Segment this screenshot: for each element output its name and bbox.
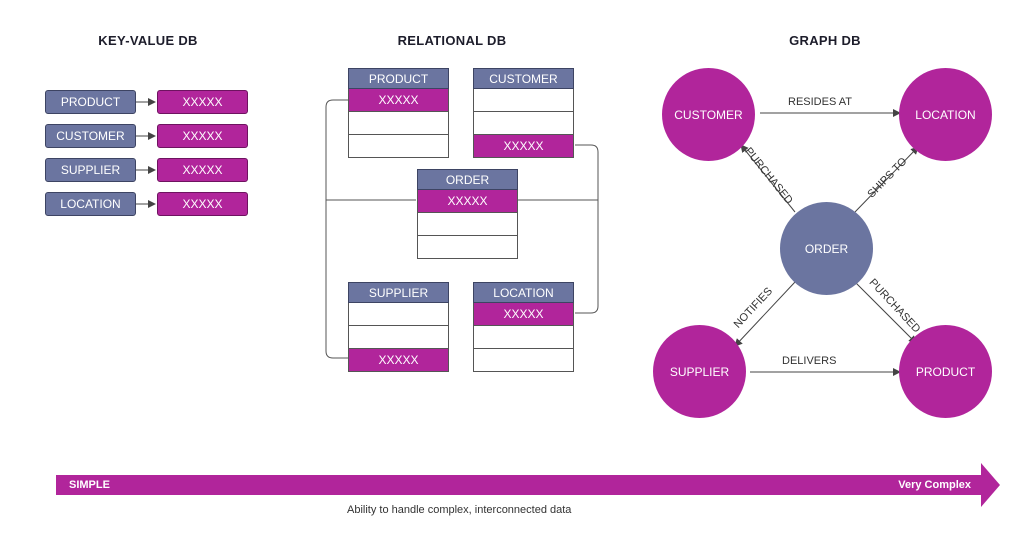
kv-key-product: PRODUCT bbox=[45, 90, 136, 114]
scale-right-label: Very Complex bbox=[898, 479, 971, 491]
scale-caption: Ability to handle complex, interconnecte… bbox=[347, 504, 572, 516]
kv-value-supplier: XXXXX bbox=[157, 158, 248, 182]
table-order-row: XXXXX bbox=[417, 190, 518, 213]
table-order-row bbox=[417, 236, 518, 259]
table-customer: CUSTOMER XXXXX bbox=[473, 68, 574, 158]
relational-db-heading: RELATIONAL DB bbox=[397, 33, 507, 48]
table-product-header: PRODUCT bbox=[348, 68, 449, 89]
scale-left-label: SIMPLE bbox=[69, 479, 110, 491]
table-location-header: LOCATION bbox=[473, 282, 574, 303]
table-supplier-row bbox=[348, 303, 449, 326]
table-supplier-header: SUPPLIER bbox=[348, 282, 449, 303]
table-order-row bbox=[417, 213, 518, 236]
table-customer-row bbox=[473, 89, 574, 112]
node-product: PRODUCT bbox=[899, 325, 992, 418]
kv-value-customer: XXXXX bbox=[157, 124, 248, 148]
edge-purchased-product bbox=[854, 281, 917, 344]
table-customer-row: XXXXX bbox=[473, 135, 574, 158]
kv-key-customer: CUSTOMER bbox=[45, 124, 136, 148]
table-customer-row bbox=[473, 112, 574, 135]
table-product: PRODUCT XXXXX bbox=[348, 68, 449, 158]
edge-label-resides-at: RESIDES AT bbox=[788, 96, 852, 108]
kv-value-location: XXXXX bbox=[157, 192, 248, 216]
node-order: ORDER bbox=[780, 202, 873, 295]
kv-key-location: LOCATION bbox=[45, 192, 136, 216]
node-customer: CUSTOMER bbox=[662, 68, 755, 161]
table-location-row bbox=[473, 326, 574, 349]
kv-value-product: XXXXX bbox=[157, 90, 248, 114]
kv-db-heading: KEY-VALUE DB bbox=[98, 33, 198, 48]
table-supplier-row: XXXXX bbox=[348, 349, 449, 372]
rel-link-product-supplier bbox=[325, 99, 348, 359]
table-order: ORDER XXXXX bbox=[417, 169, 518, 259]
table-location-row: XXXXX bbox=[473, 303, 574, 326]
rel-link-customer-location bbox=[575, 144, 599, 314]
edge-label-delivers: DELIVERS bbox=[782, 355, 837, 367]
complexity-scale-bar: SIMPLE Very Complex bbox=[56, 475, 981, 495]
table-product-row bbox=[348, 112, 449, 135]
table-order-header: ORDER bbox=[417, 169, 518, 190]
table-supplier: SUPPLIER XXXXX bbox=[348, 282, 449, 372]
graph-db-heading: GRAPH DB bbox=[789, 33, 861, 48]
edge-purchased-customer bbox=[740, 144, 796, 213]
edge-notifies bbox=[734, 281, 796, 347]
table-customer-header: CUSTOMER bbox=[473, 68, 574, 89]
table-location-row bbox=[473, 349, 574, 372]
table-location: LOCATION XXXXX bbox=[473, 282, 574, 372]
table-product-row bbox=[348, 135, 449, 158]
node-supplier: SUPPLIER bbox=[653, 325, 746, 418]
table-supplier-row bbox=[348, 326, 449, 349]
table-product-row: XXXXX bbox=[348, 89, 449, 112]
edge-ships-to bbox=[854, 146, 919, 213]
node-location: LOCATION bbox=[899, 68, 992, 161]
kv-key-supplier: SUPPLIER bbox=[45, 158, 136, 182]
